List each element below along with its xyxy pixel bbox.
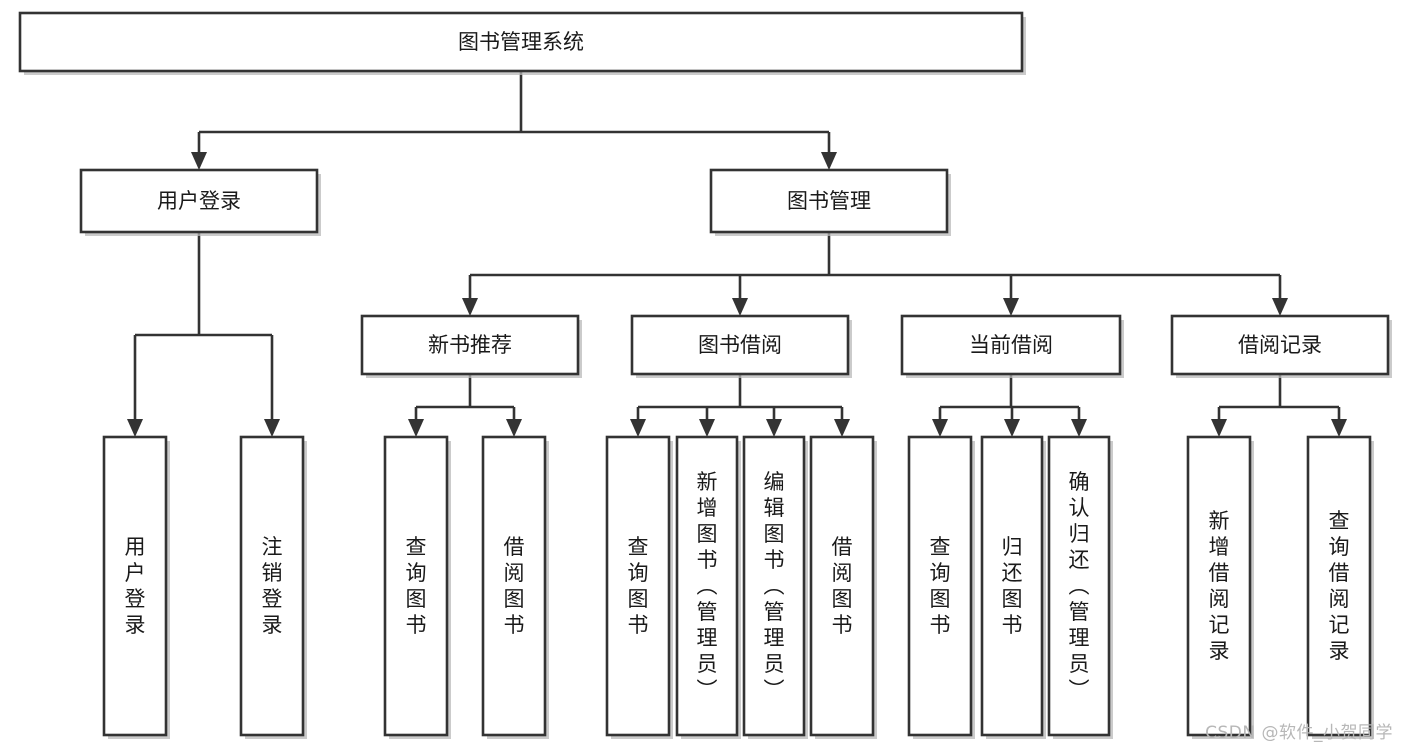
node-box[interactable] <box>630 314 850 376</box>
arrow-head-icon <box>732 298 748 316</box>
node-label: 确认归还︵管理员︶ <box>1069 470 1090 702</box>
arrow-head-icon <box>821 152 837 170</box>
arrow-head-icon <box>699 419 715 437</box>
arrow-head-icon <box>1331 419 1347 437</box>
node-box[interactable] <box>360 314 580 376</box>
node-label: 借阅图书 <box>504 535 525 637</box>
node-box[interactable] <box>481 435 547 737</box>
node-leaf-return-book[interactable]: 归还图书 <box>980 435 1046 739</box>
node-leaf-logout[interactable]: 注销登录 <box>239 435 307 739</box>
node-box[interactable] <box>809 435 875 737</box>
node-leaf-query-record[interactable]: 查询借阅记录 <box>1306 435 1374 739</box>
watermark-text: CSDN @软件_小贺同学 <box>1205 723 1393 743</box>
node-box[interactable] <box>742 435 806 737</box>
arrow-head-icon <box>127 419 143 437</box>
arrow-head-icon <box>932 419 948 437</box>
node-label: 新增借阅记录 <box>1209 509 1230 663</box>
arrow-head-icon <box>1003 298 1019 316</box>
arrow-head-icon <box>1211 419 1227 437</box>
node-box[interactable] <box>18 11 1024 73</box>
node-current-borrow[interactable]: 当前借阅 <box>900 314 1124 378</box>
node-label: 当前借阅 <box>969 333 1053 357</box>
arrow-head-icon <box>630 419 646 437</box>
node-box[interactable] <box>1306 435 1372 737</box>
node-box[interactable] <box>239 435 305 737</box>
node-leaf-add-book[interactable]: 新增图书︵管理员︶ <box>675 435 741 739</box>
arrow-head-icon <box>264 419 280 437</box>
node-label: 图书借阅 <box>698 333 782 357</box>
node-label: 查询借阅记录 <box>1329 509 1350 663</box>
node-root[interactable]: 图书管理系统 <box>18 11 1026 75</box>
node-box[interactable] <box>79 168 319 234</box>
node-label: 注销登录 <box>262 535 283 637</box>
node-book-borrow[interactable]: 图书借阅 <box>630 314 852 378</box>
arrow-head-icon <box>834 419 850 437</box>
node-leaf-confirm-return[interactable]: 确认归还︵管理员︶ <box>1047 435 1113 739</box>
node-label: 用户登录 <box>157 189 241 213</box>
node-borrow-record[interactable]: 借阅记录 <box>1170 314 1392 378</box>
node-book-manage[interactable]: 图书管理 <box>709 168 951 236</box>
node-leaf-borrow-book-2[interactable]: 借阅图书 <box>809 435 877 739</box>
node-leaf-query-book-2[interactable]: 查询图书 <box>605 435 673 739</box>
node-box[interactable] <box>102 435 168 737</box>
arrow-head-icon <box>506 419 522 437</box>
node-label: 编辑图书︵管理员︶ <box>764 470 785 702</box>
node-label: 查询图书 <box>406 535 427 637</box>
arrow-head-icon <box>1272 298 1288 316</box>
node-box[interactable] <box>907 435 973 737</box>
node-leaf-user-login[interactable]: 用户登录 <box>102 435 170 739</box>
arrow-head-icon <box>1071 419 1087 437</box>
node-label: 借阅图书 <box>832 535 853 637</box>
node-leaf-add-record[interactable]: 新增借阅记录 <box>1186 435 1254 739</box>
arrow-head-icon <box>766 419 782 437</box>
node-box[interactable] <box>900 314 1122 376</box>
node-leaf-edit-book[interactable]: 编辑图书︵管理员︶ <box>742 435 808 739</box>
node-label: 用户登录 <box>125 535 146 637</box>
node-box[interactable] <box>675 435 739 737</box>
node-label: 归还图书 <box>1002 535 1023 637</box>
arrow-head-icon <box>1004 419 1020 437</box>
node-label: 查询图书 <box>930 535 951 637</box>
node-label: 查询图书 <box>628 535 649 637</box>
node-leaf-query-book-1[interactable]: 查询图书 <box>383 435 451 739</box>
node-new-book-rec[interactable]: 新书推荐 <box>360 314 582 378</box>
edges-layer <box>127 71 1347 437</box>
node-box[interactable] <box>383 435 449 737</box>
node-box[interactable] <box>1186 435 1252 737</box>
node-label: 新增图书︵管理员︶ <box>697 470 718 702</box>
node-leaf-query-book-3[interactable]: 查询图书 <box>907 435 975 739</box>
node-user-login[interactable]: 用户登录 <box>79 168 321 236</box>
nodes-layer: 图书管理系统用户登录图书管理新书推荐图书借阅当前借阅借阅记录用户登录注销登录查询… <box>18 11 1392 739</box>
node-box[interactable] <box>709 168 949 234</box>
arrow-head-icon <box>191 152 207 170</box>
node-label: 借阅记录 <box>1238 333 1322 357</box>
node-box[interactable] <box>1170 314 1390 376</box>
arrow-head-icon <box>462 298 478 316</box>
node-box[interactable] <box>1047 435 1111 737</box>
node-leaf-borrow-book-1[interactable]: 借阅图书 <box>481 435 549 739</box>
node-box[interactable] <box>980 435 1044 737</box>
node-label: 图书管理 <box>787 189 871 213</box>
arrow-head-icon <box>408 419 424 437</box>
node-label: 图书管理系统 <box>458 30 584 54</box>
node-label: 新书推荐 <box>428 333 512 357</box>
node-box[interactable] <box>605 435 671 737</box>
